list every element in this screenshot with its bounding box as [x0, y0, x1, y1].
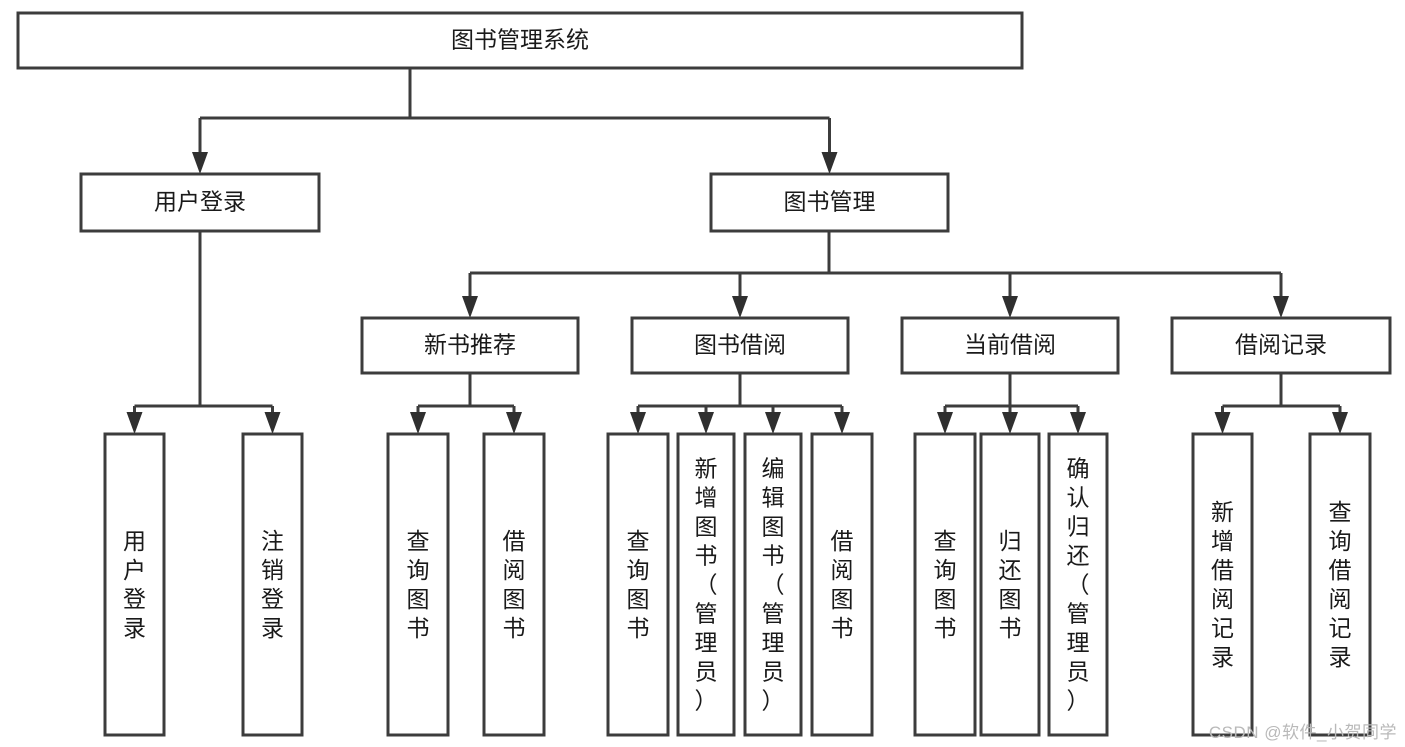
edge-layer	[126, 68, 1348, 434]
node-box	[1170, 316, 1392, 375]
node-label: 图书管理系统	[451, 27, 589, 53]
arrow-head-icon	[1214, 412, 1231, 434]
node-box	[709, 172, 950, 233]
arrow-head-icon	[732, 296, 748, 318]
node-label: 图书管理	[784, 189, 876, 215]
node-box	[900, 316, 1120, 375]
node-l-bw-borrow[interactable]: 借阅图书	[810, 432, 874, 737]
node-box	[606, 432, 670, 737]
node-box	[810, 432, 874, 737]
node-l-rec-query[interactable]: 查询图书	[386, 432, 450, 737]
node-label: 查询图书	[407, 528, 430, 641]
arrow-head-icon	[264, 412, 281, 434]
node-box	[386, 432, 450, 737]
node-box	[79, 172, 321, 233]
node-n-user-login[interactable]: 用户登录	[79, 172, 321, 233]
node-label: 借阅图书	[503, 528, 526, 641]
arrow-head-icon	[410, 412, 426, 434]
node-l-rc-query[interactable]: 查询借阅记录	[1308, 432, 1372, 737]
node-label: 用户登录	[154, 189, 246, 215]
node-l-user-logout[interactable]: 注销登录	[241, 432, 304, 737]
node-box	[360, 316, 580, 375]
node-n-book-mgmt[interactable]: 图书管理	[709, 172, 950, 233]
node-l-bw-add[interactable]: 新增图书（管理员）	[676, 432, 736, 737]
node-box	[676, 432, 736, 737]
arrow-head-icon	[506, 412, 522, 434]
node-label: 新增图书（管理员）	[695, 456, 718, 714]
node-l-bw-query[interactable]: 查询图书	[606, 432, 670, 737]
arrow-head-icon	[630, 412, 646, 434]
arrow-head-icon	[126, 412, 143, 434]
arrow-head-icon	[462, 296, 478, 318]
node-box	[103, 432, 166, 737]
node-box	[241, 432, 304, 737]
node-label: 图书借阅	[694, 332, 786, 358]
node-label: 新书推荐	[424, 332, 516, 358]
node-l-cur-query[interactable]: 查询图书	[913, 432, 977, 737]
node-label: 借阅图书	[831, 528, 854, 641]
arrow-head-icon	[1273, 296, 1289, 318]
node-label: 归还图书	[999, 528, 1022, 641]
node-box	[979, 432, 1041, 737]
arrow-head-icon	[834, 412, 850, 434]
arrow-head-icon	[1002, 296, 1018, 318]
node-label: 当前借阅	[964, 332, 1056, 358]
node-n-new-rec[interactable]: 新书推荐	[360, 316, 580, 375]
node-l-rc-add[interactable]: 新增借阅记录	[1191, 432, 1254, 737]
node-box	[1191, 432, 1254, 737]
node-l-bw-edit[interactable]: 编辑图书（管理员）	[743, 432, 803, 737]
node-box	[743, 432, 803, 737]
node-box	[1047, 432, 1109, 737]
arrow-head-icon	[1332, 412, 1348, 434]
node-label: 注销登录	[261, 528, 284, 641]
node-box	[913, 432, 977, 737]
node-label: 查询图书	[934, 528, 957, 641]
node-label: 编辑图书（管理员）	[762, 456, 785, 714]
node-l-user-login[interactable]: 用户登录	[103, 432, 166, 737]
node-label: 查询图书	[627, 528, 650, 641]
node-box	[16, 11, 1024, 70]
node-label: 借阅记录	[1235, 332, 1327, 358]
arrow-head-icon	[821, 152, 838, 174]
arrow-head-icon	[765, 412, 781, 434]
node-label: 查询借阅记录	[1329, 499, 1352, 670]
arrow-head-icon	[1002, 412, 1018, 434]
node-label: 确认归还（管理员）	[1067, 456, 1090, 714]
node-label: 新增借阅记录	[1211, 499, 1234, 670]
node-n-record[interactable]: 借阅记录	[1170, 316, 1392, 375]
node-layer: 图书管理系统用户登录图书管理新书推荐图书借阅当前借阅借阅记录用户登录注销登录查询…	[16, 11, 1392, 737]
arrow-head-icon	[937, 412, 953, 434]
arrow-head-icon	[192, 152, 208, 174]
node-box	[630, 316, 850, 375]
node-n-current[interactable]: 当前借阅	[900, 316, 1120, 375]
node-l-cur-confirm[interactable]: 确认归还（管理员）	[1047, 432, 1109, 737]
node-box	[1308, 432, 1372, 737]
node-box	[482, 432, 546, 737]
node-label: 用户登录	[123, 528, 146, 641]
node-root[interactable]: 图书管理系统	[16, 11, 1024, 70]
node-l-cur-return[interactable]: 归还图书	[979, 432, 1041, 737]
arrow-head-icon	[1070, 412, 1086, 434]
arrow-head-icon	[698, 412, 714, 434]
node-l-rec-borrow[interactable]: 借阅图书	[482, 432, 546, 737]
node-n-borrow[interactable]: 图书借阅	[630, 316, 850, 375]
